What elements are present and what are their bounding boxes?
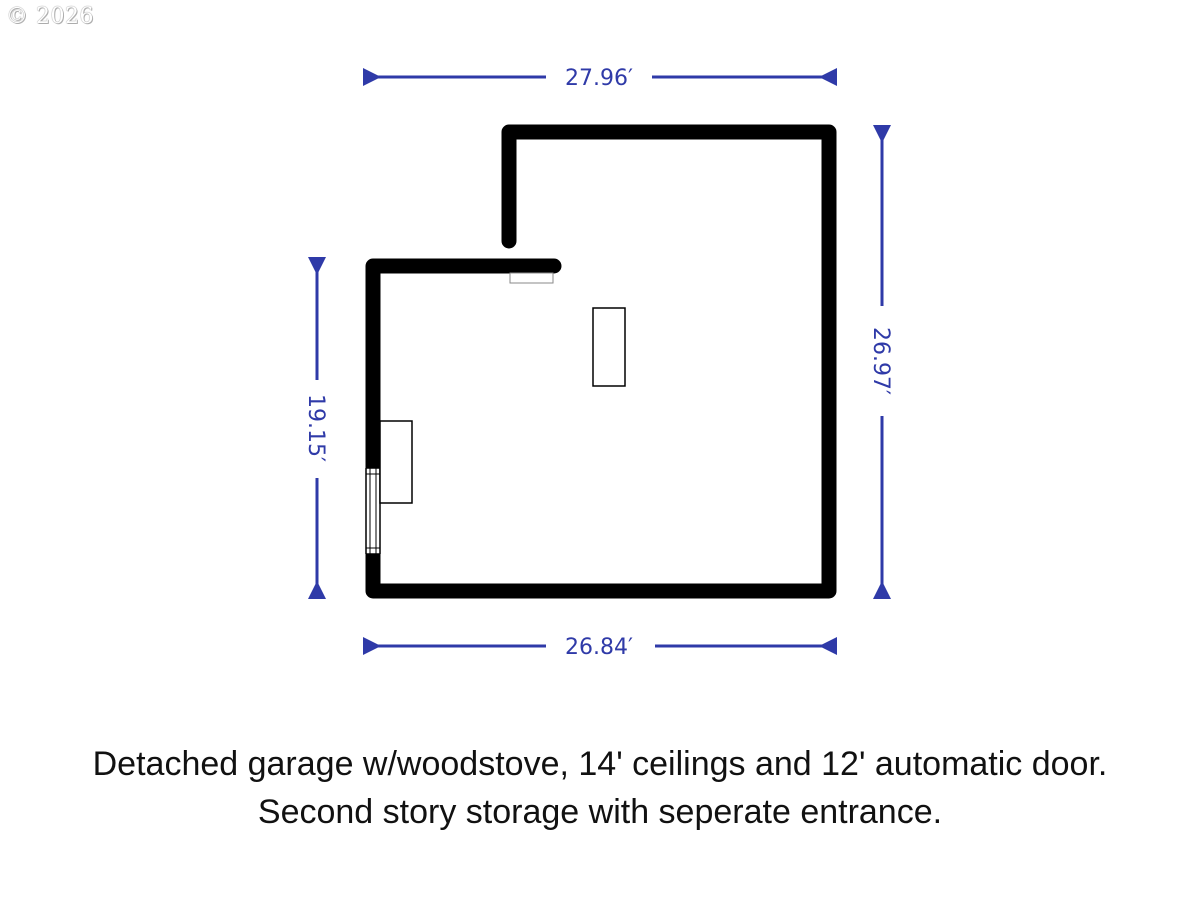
- dimension-label-right: 26.97′: [868, 327, 893, 395]
- dimension-bottom: 26.84′: [363, 635, 837, 660]
- listing-caption: Detached garage w/woodstove, 14' ceiling…: [0, 740, 1200, 836]
- arrow-right-icon: [363, 68, 381, 86]
- dimension-label-bottom: 26.84′: [565, 635, 633, 660]
- dimension-top: 27.96′: [363, 66, 837, 91]
- arrow-up-icon: [308, 581, 326, 599]
- dimension-right: 26.97′: [868, 125, 893, 599]
- arrow-left-icon: [819, 637, 837, 655]
- arrow-left-icon: [819, 68, 837, 86]
- garage-walls: [365, 124, 837, 599]
- wall-cabinet: [379, 420, 413, 504]
- side-door: [365, 467, 381, 555]
- arrow-down-icon: [873, 125, 891, 143]
- arrow-up-icon: [873, 581, 891, 599]
- dimension-left: 19.15′: [303, 257, 328, 599]
- caption-line-1: Detached garage w/woodstove, 14' ceiling…: [92, 745, 1108, 783]
- copyright-watermark: © 2026: [6, 4, 94, 29]
- wall-shelf: [509, 272, 554, 284]
- caption-line-2: Second story storage with seperate entra…: [257, 793, 943, 831]
- arrow-down-icon: [308, 257, 326, 275]
- arrow-right-icon: [363, 637, 381, 655]
- dimension-label-top: 27.96′: [565, 66, 633, 91]
- dimension-label-left: 19.15′: [303, 394, 328, 462]
- woodstove: [592, 307, 626, 387]
- door-opening: [365, 468, 381, 554]
